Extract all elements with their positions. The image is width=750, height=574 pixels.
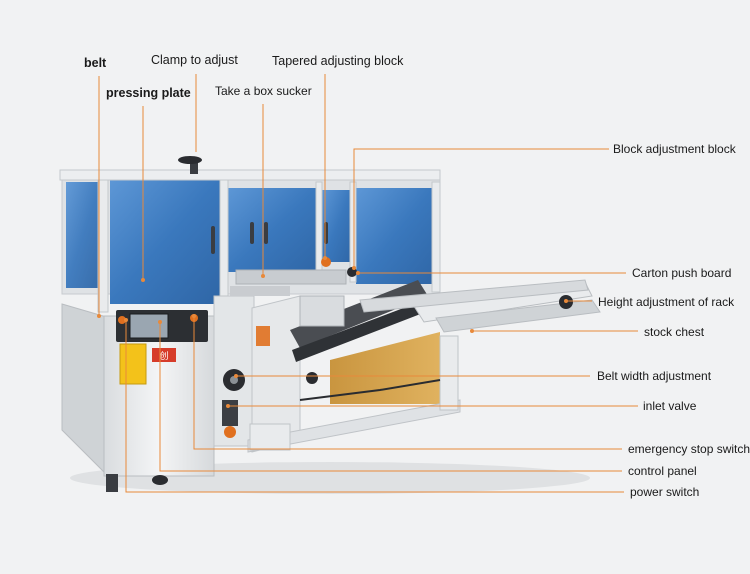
label-belt: belt [84,56,107,70]
leader-lines [98,74,638,493]
leader-control [159,322,622,472]
label-carton-push-board: Carton push board [632,266,732,280]
main-cabinet: 创 [61,295,255,492]
label-height-adjustment-of-rack: Height adjustment of rack [598,295,735,309]
label-take-a-box-sucker: Take a box sucker [215,84,312,98]
label-block-adjustment-block: Block adjustment block [613,142,736,156]
label-stock-chest: stock chest [644,325,705,339]
leader-power [125,320,624,493]
label-control-panel: control panel [628,464,697,478]
leader-dots [97,256,568,408]
glass-enclosure [59,156,441,313]
label-power-switch: power switch [630,485,700,499]
label-belt-width-adjustment: Belt width adjustment [597,369,712,383]
leader-block-adjust [353,148,609,268]
rack-frame [247,295,461,453]
label-clamp-to-adjust: Clamp to adjust [151,53,238,67]
label-pressing-plate: pressing plate [106,86,191,100]
label-emergency-stop-switch: emergency stop switch [628,442,750,456]
leader-estop [193,316,622,450]
machine-marking: 创 [159,350,168,362]
inclined-conveyor [230,257,601,384]
label-tapered-adjusting-block: Tapered adjusting block [272,54,404,68]
label-inlet-valve: inlet valve [643,399,697,413]
